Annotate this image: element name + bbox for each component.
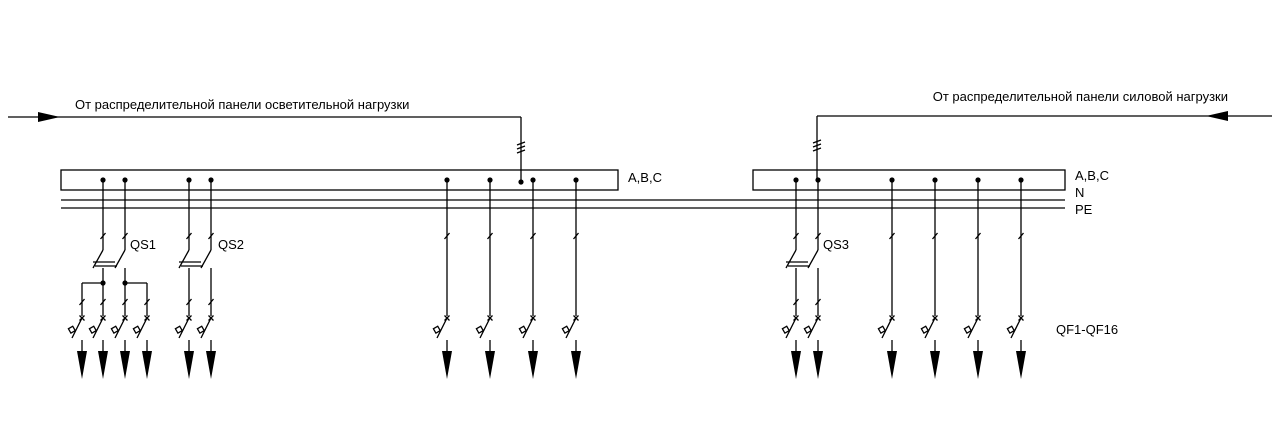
right-direct-breaker-0-arrow — [887, 351, 897, 379]
right-abc-label: A,B,C — [1075, 168, 1109, 183]
qs3-blade-b — [807, 249, 819, 269]
qs1-breaker-2-trip-box — [110, 325, 120, 334]
right-direct-0-tick — [889, 232, 895, 240]
qs2-link — [179, 261, 203, 267]
left-direct-breaker-1-trip-box — [475, 325, 485, 334]
qs3-breaker-0-blade — [785, 317, 797, 339]
left-direct-breaker-2-blade — [522, 317, 534, 339]
qs1-branch-tick-3 — [144, 298, 150, 306]
qs1-label: QS1 — [130, 237, 156, 252]
left-direct-2-tick — [530, 232, 536, 240]
qs3-pole-b-tick — [815, 232, 821, 240]
qs1-blade-b — [114, 249, 126, 269]
qs3-branch-tick-0 — [793, 298, 799, 306]
qs1-breaker-0-blade — [71, 317, 83, 339]
right-direct-breaker-1-blade — [924, 317, 936, 339]
qs1-branch-tick-0 — [79, 298, 85, 306]
left-direct-breaker-3-blade — [565, 317, 577, 339]
right-direct-breaker-1-trip-box — [920, 325, 930, 334]
left-direct-breaker-1-arrow — [485, 351, 495, 379]
qs2-pole-a-tick — [186, 232, 192, 240]
right-feeder-line — [812, 111, 1272, 180]
qs3-link — [786, 261, 810, 267]
left-direct-breaker-0-trip-box — [432, 325, 442, 334]
qs3-breaker-0-trip-box — [781, 325, 791, 334]
left-abc-label: A,B,C — [628, 170, 662, 185]
qs1-breaker-1-blade — [92, 317, 104, 339]
qs1-breaker-3-arrow — [142, 351, 152, 379]
n-label: N — [1075, 185, 1084, 200]
qs2-label: QS2 — [218, 237, 244, 252]
qs1-breaker-3-blade — [136, 317, 148, 339]
qs2-breaker-0-blade — [178, 317, 190, 339]
right-direct-2-tick — [975, 232, 981, 240]
qs1-breaker-0-trip-box — [67, 325, 77, 334]
qs1-pole-a-tick — [100, 232, 106, 240]
left-direct-breaker-3-trip-box — [561, 325, 571, 334]
qs3-label: QS3 — [823, 237, 849, 252]
right-feeder-label: От распределительной панели силовой нагр… — [933, 89, 1228, 104]
right-direct-breaker-3-blade — [1010, 317, 1022, 339]
qs2-blade-b — [200, 249, 212, 269]
left-direct-breaker-2-trip-box — [518, 325, 528, 334]
qs3-breaker-0-arrow — [791, 351, 801, 379]
qs1-breaker-0-arrow — [77, 351, 87, 379]
right-direct-1-tick — [932, 232, 938, 240]
qs1-breaker-2-arrow — [120, 351, 130, 379]
qs2-branch-tick-0 — [186, 298, 192, 306]
qs2-pole-b-tick — [208, 232, 214, 240]
qs2-breaker-0-trip-box — [174, 325, 184, 334]
left-feeder-bus-dot — [518, 179, 524, 185]
pe-label: PE — [1075, 202, 1093, 217]
qs3-branch-tick-1 — [815, 298, 821, 306]
breakers-label: QF1-QF16 — [1056, 322, 1118, 337]
left-direct-1-tick — [487, 232, 493, 240]
qs1-branch-tick-1 — [100, 298, 106, 306]
right-direct-3-tick — [1018, 232, 1024, 240]
right-direct-breaker-3-arrow — [1016, 351, 1026, 379]
qs1-breaker-2-blade — [114, 317, 126, 339]
right-direct-breaker-2-arrow — [973, 351, 983, 379]
left-feeder-line — [8, 112, 526, 182]
left-direct-0-tick — [444, 232, 450, 240]
qs3-blade-a — [785, 249, 797, 269]
right-direct-breaker-1-arrow — [930, 351, 940, 379]
qs1-breaker-1-arrow — [98, 351, 108, 379]
left-direct-breaker-0-blade — [436, 317, 448, 339]
qs1-breaker-1-trip-box — [88, 325, 98, 334]
right-direct-breaker-2-blade — [967, 317, 979, 339]
qs2-blade-a — [178, 249, 190, 269]
qs3-breaker-1-blade — [807, 317, 819, 339]
right-abc-busbar — [752, 169, 1066, 191]
left-direct-breaker-3-arrow — [571, 351, 581, 379]
left-direct-breaker-2-arrow — [528, 351, 538, 379]
right-direct-breaker-0-blade — [881, 317, 893, 339]
qs1-branch-tick-2 — [122, 298, 128, 306]
qs1-breaker-3-trip-box — [132, 325, 142, 334]
left-feeder-label: От распределительной панели осветительно… — [75, 97, 409, 112]
qs2-breaker-1-arrow — [206, 351, 216, 379]
left-direct-breaker-1-blade — [479, 317, 491, 339]
left-abc-busbar — [60, 169, 619, 191]
left-direct-3-tick — [573, 232, 579, 240]
qs2-breaker-1-trip-box — [196, 325, 206, 334]
qs3-breaker-1-trip-box — [803, 325, 813, 334]
qs2-breaker-0-arrow — [184, 351, 194, 379]
left-direct-breaker-0-arrow — [442, 351, 452, 379]
outgoing-circuits — [67, 177, 1026, 379]
qs1-blade-a — [92, 249, 104, 269]
qs2-breaker-1-blade — [200, 317, 212, 339]
qs3-pole-a-tick — [793, 232, 799, 240]
qs3-breaker-1-arrow — [813, 351, 823, 379]
qs1-link — [93, 261, 117, 267]
right-direct-breaker-2-trip-box — [963, 325, 973, 334]
right-direct-breaker-3-trip-box — [1006, 325, 1016, 334]
right-direct-breaker-0-trip-box — [877, 325, 887, 334]
qs2-branch-tick-1 — [208, 298, 214, 306]
qs1-pole-b-tick — [122, 232, 128, 240]
